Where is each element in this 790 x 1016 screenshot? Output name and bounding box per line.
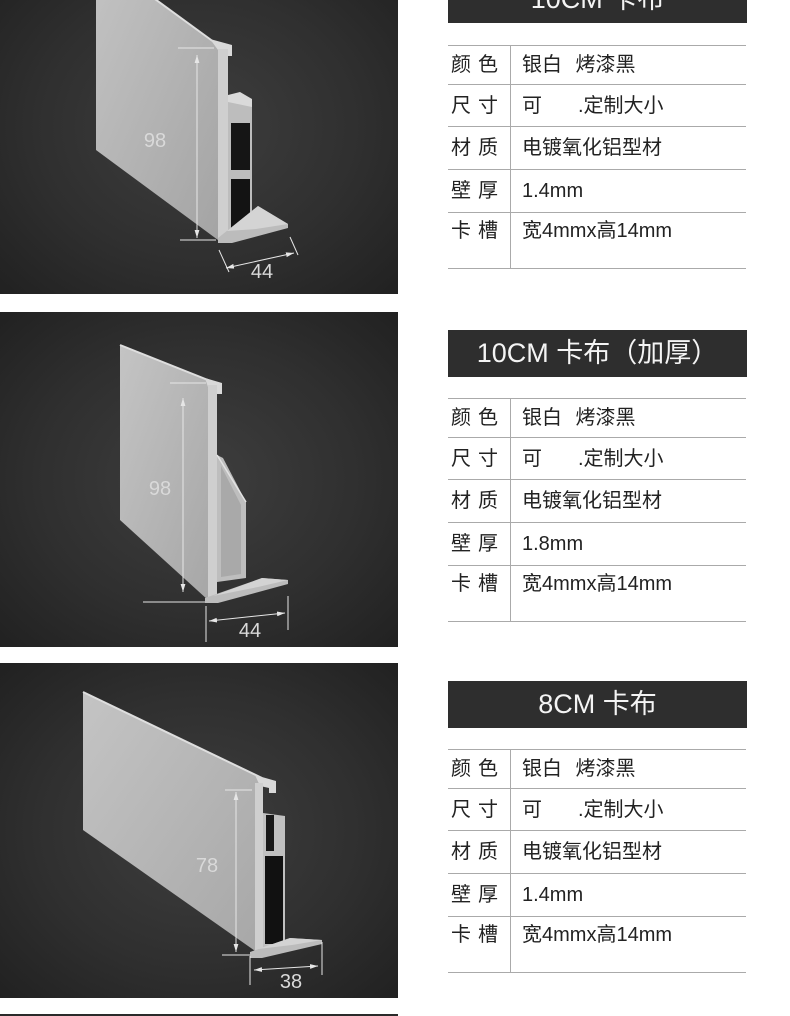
width-dimension-label: 44 (239, 620, 261, 642)
profile-bracket-edge (216, 454, 247, 503)
profile-face (96, 0, 218, 240)
spec-label: 颜色 (448, 46, 511, 84)
spec-row-material: 材质 电镀氧化铝型材 (448, 480, 746, 523)
spec-row-material: 材质 电镀氧化铝型材 (448, 127, 746, 170)
height-dimension-label: 78 (196, 855, 218, 877)
spec-value-main: 可 (522, 798, 542, 821)
spec-label: 尺寸 (448, 438, 511, 479)
profile-foot-top (227, 206, 288, 231)
spec-table: 颜色 银白 烤漆黑 尺寸 可 .定制大小 材质 电镀氧化铝型材 壁厚 1.8mm… (448, 398, 746, 622)
spec-value: 1.4mm (522, 884, 584, 906)
profile-top-hook (255, 775, 276, 793)
spec-label: 材质 (448, 831, 511, 873)
spec-row-thickness: 壁厚 1.4mm (448, 170, 746, 213)
height-dimension-label: 98 (149, 478, 171, 500)
product-image-panel: 98 44 (0, 0, 398, 294)
width-dimension-label: 44 (251, 261, 273, 283)
spec-row-color: 颜色 银白 烤漆黑 (448, 399, 746, 438)
spec-value: 电镀氧化铝型材 (522, 137, 662, 159)
profile-foot-top (258, 938, 322, 949)
width-extension-line (218, 249, 230, 273)
spec-value-main: 可 (522, 447, 542, 470)
spec-label: 卡槽 (448, 213, 511, 268)
spec-table: 颜色 银白 烤漆黑 尺寸 可 .定制大小 材质 电镀氧化铝型材 壁厚 1.4mm… (448, 749, 746, 973)
width-dimension-line (253, 964, 319, 972)
spec-value: 可 .定制大小 (511, 85, 664, 126)
spec-row-size: 尺寸 可 .定制大小 (448, 85, 746, 127)
profile-face (120, 345, 213, 600)
profile-foot-top (213, 578, 288, 596)
width-extension-line (289, 236, 299, 256)
spec-value: 可 .定制大小 (511, 438, 664, 479)
spec-label: 材质 (448, 127, 511, 169)
width-dimension-label: 38 (280, 971, 302, 993)
spec-value: 宽4mmx高14mm (522, 924, 673, 946)
width-dimension-line (225, 252, 295, 269)
profile-face (83, 692, 262, 953)
profile-top-edge (154, 0, 219, 46)
profile-bracket-inner (221, 466, 241, 577)
product-image-panel: 98 44 (0, 312, 398, 647)
spec-value: 1.4mm (522, 180, 584, 202)
section-title: 10CM 卡布 (448, 0, 747, 23)
spec-row-color: 颜色 银白 烤漆黑 (448, 46, 746, 85)
spec-value: 银白 烤漆黑 (522, 407, 636, 429)
section-title: 8CM 卡布 (448, 681, 747, 728)
profile-web (255, 783, 263, 953)
spec-value: 可 .定制大小 (511, 789, 664, 830)
spec-row-size: 尺寸 可 .定制大小 (448, 438, 746, 480)
spec-value: 银白 烤漆黑 (522, 54, 636, 76)
spec-value: 宽4mmx高14mm (522, 573, 673, 595)
spec-label: 颜色 (448, 399, 511, 437)
spec-value-note: .定制大小 (578, 798, 664, 821)
spec-row-size: 尺寸 可 .定制大小 (448, 789, 746, 831)
spec-value: 宽4mmx高14mm (522, 220, 673, 242)
profile-top-edge (82, 691, 263, 779)
spec-value-main: 可 (522, 94, 542, 117)
spec-row-material: 材质 电镀氧化铝型材 (448, 831, 746, 874)
profile-flange-top (228, 92, 252, 107)
profile-cavity (231, 123, 250, 170)
profile-illustration: 98 44 (96, 0, 299, 283)
section-title: 10CM 卡布（加厚） (448, 330, 747, 377)
spec-label: 尺寸 (448, 789, 511, 830)
spec-label: 尺寸 (448, 85, 511, 126)
spec-label: 卡槽 (448, 566, 511, 621)
profile-web (208, 385, 217, 601)
spec-table: 颜色 银白 烤漆黑 尺寸 可 .定制大小 材质 电镀氧化铝型材 壁厚 1.4mm… (448, 45, 746, 269)
spec-label: 壁厚 (448, 170, 511, 212)
profile-web (218, 49, 228, 241)
spec-row-slot: 卡槽 宽4mmx高14mm (448, 917, 746, 973)
width-dimension-line (208, 611, 286, 623)
spec-value-note: .定制大小 (578, 94, 664, 117)
height-dimension-label: 98 (144, 130, 166, 152)
next-image-panel-edge (0, 1014, 398, 1016)
spec-row-thickness: 壁厚 1.8mm (448, 523, 746, 566)
profile-illustration: 78 38 (82, 691, 323, 993)
spec-label: 卡槽 (448, 917, 511, 972)
spec-value: 1.8mm (522, 533, 584, 555)
spec-row-slot: 卡槽 宽4mmx高14mm (448, 213, 746, 269)
spec-value: 电镀氧化铝型材 (522, 490, 662, 512)
spec-label: 壁厚 (448, 523, 511, 565)
product-section-10cm: 98 44 10CM 卡布 颜色 银白 烤漆黑 尺寸 可 .定制大小 材质 电镀… (0, 0, 790, 294)
spec-row-color: 颜色 银白 烤漆黑 (448, 750, 746, 789)
spec-label: 材质 (448, 480, 511, 522)
product-image-panel: 78 38 (0, 663, 398, 998)
spec-value-note: .定制大小 (578, 447, 664, 470)
product-section-8cm: 78 38 8CM 卡布 颜色 银白 烤漆黑 尺寸 可 .定制大小 材质 电镀氧… (0, 663, 790, 998)
spec-row-thickness: 壁厚 1.4mm (448, 874, 746, 917)
spec-value: 银白 烤漆黑 (522, 758, 636, 780)
spec-row-slot: 卡槽 宽4mmx高14mm (448, 566, 746, 622)
spec-label: 颜色 (448, 750, 511, 788)
profile-illustration: 98 44 (119, 344, 289, 642)
spec-value: 电镀氧化铝型材 (522, 841, 662, 863)
profile-top-edge (119, 344, 214, 383)
profile-cavity (266, 815, 274, 851)
product-section-10cm-thick: 98 44 10CM 卡布（加厚） 颜色 银白 烤漆黑 尺寸 可 .定制大小 材… (0, 312, 790, 647)
profile-cavity (265, 856, 283, 944)
spec-label: 壁厚 (448, 874, 511, 916)
